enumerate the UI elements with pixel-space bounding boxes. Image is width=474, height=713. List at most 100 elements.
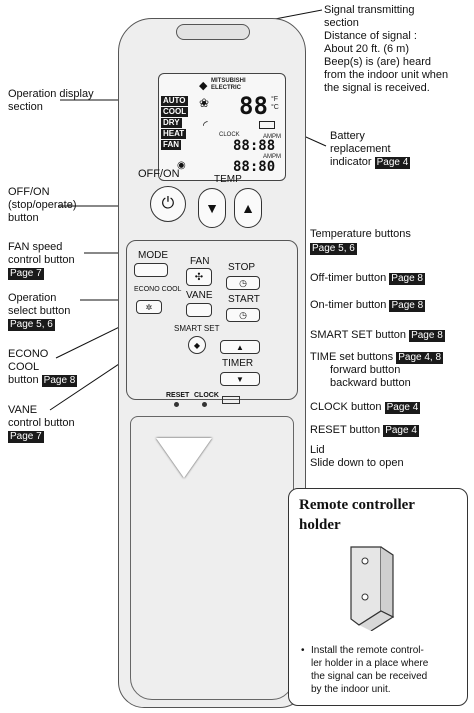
callout-vane-2: control button (8, 417, 75, 429)
holder-note-4: by the indoor unit. (311, 684, 391, 695)
callout-vane-page: Page 7 (8, 431, 44, 443)
callout-signal-7: the signal is received. (324, 82, 430, 94)
vane-label: VANE (186, 290, 213, 301)
timer-icon: ◉ (177, 160, 186, 171)
callout-clock-page: Page 4 (384, 402, 421, 414)
vane-icon: ◜ (203, 118, 208, 132)
mode-fan: FAN (161, 140, 181, 150)
timer-label: TIMER (222, 358, 254, 369)
callout-lid-2: Slide down to open (310, 457, 404, 469)
callout-vane-1: VANE (8, 404, 38, 416)
mode-label: MODE (138, 250, 168, 261)
time-backward-button[interactable]: ▼ (220, 372, 260, 386)
ampm-1: AMPM (263, 134, 281, 140)
unit-c: °C (271, 104, 279, 111)
stop-label: STOP (228, 262, 256, 273)
time-forward-button[interactable]: ▲ (220, 340, 260, 354)
econo-icon: ✲ (145, 302, 153, 312)
remote-controller: ◆ MITSUBISHI ELECTRIC AUTO COOL DRY HEAT… (118, 18, 306, 708)
callout-timeset-1: TIME set buttons (310, 351, 394, 363)
callout-fan-page: Page 7 (8, 268, 44, 280)
on-timer-button[interactable]: ◷ (226, 308, 260, 322)
callout-reset-page: Page 4 (383, 425, 419, 437)
time-display-1: 88:88 (233, 138, 276, 154)
triangle-down-icon: ▼ (205, 200, 219, 216)
callout-smartset-page: Page 8 (409, 330, 445, 342)
holder-panel: Remote controller holder • Install the r… (288, 488, 468, 706)
fan-label: FAN (190, 256, 210, 267)
callout-ontimer: On-timer button (310, 299, 387, 311)
callout-display-1: Operation display (8, 88, 94, 100)
fan-button[interactable]: ✣ (186, 268, 212, 286)
offon-label: OFF/ON (138, 168, 180, 180)
holder-title-1: Remote controller (299, 497, 415, 513)
callout-signal-3: Distance of signal : (324, 30, 417, 42)
fan-icon: ✣ (194, 271, 204, 283)
holder-title-2: holder (299, 517, 341, 533)
econo-cool-button[interactable]: ✲ (136, 300, 162, 314)
callout-fan-1: FAN speed (8, 241, 63, 253)
holder-note-bullet: • (301, 645, 305, 656)
callout-signal-1: Signal transmitting (324, 4, 415, 16)
brand-name: MITSUBISHI (211, 78, 246, 84)
temp-down-button[interactable]: ▼ (198, 188, 226, 228)
reset-button[interactable] (174, 402, 179, 407)
callout-timeset-3: backward button (330, 377, 411, 389)
callout-econo-1: ECONO (8, 348, 49, 360)
unit-f: °F (271, 96, 279, 103)
fan-speed-icon: ❀ (199, 96, 210, 110)
callout-offtimer: Off-timer button (310, 272, 387, 284)
mode-button[interactable] (134, 263, 168, 277)
holder-note-3: the signal can be received (311, 671, 428, 682)
button-panel (126, 240, 298, 400)
callout-signal-4: About 20 ft. (6 m) (324, 43, 409, 55)
holder-note-1: Install the remote control- (311, 645, 424, 656)
mode-heat: HEAT (161, 129, 187, 139)
vane-button[interactable] (186, 303, 212, 317)
smartset-label: SMART SET (174, 324, 220, 333)
offon-button[interactable]: ⏻ (150, 186, 186, 222)
callout-ontimer-page: Page 8 (389, 300, 426, 312)
callout-battery-3: indicator (330, 156, 372, 168)
callout-opsel-page: Page 5, 6 (8, 319, 55, 331)
callout-signal-6: from the indoor unit when (324, 69, 449, 81)
temp-up-button[interactable]: ▲ (234, 188, 262, 228)
clock-indicator: CLOCK (219, 132, 240, 138)
arrow-up-icon: ▲ (236, 342, 244, 352)
callout-temp-1: Temperature buttons (310, 228, 411, 240)
holder-note-2: ler holder in a place where (311, 658, 429, 669)
clock-icon-2: ◷ (239, 309, 247, 320)
callout-signal-5: Beep(s) is (are) heard (324, 56, 431, 68)
start-label: START (228, 294, 260, 305)
callout-clock: CLOCK button (310, 401, 382, 413)
off-timer-button[interactable]: ◷ (226, 276, 260, 290)
clock-button[interactable] (202, 402, 207, 407)
callout-onoff-2: (stop/operate) (8, 199, 77, 211)
clock-label: CLOCK (194, 392, 219, 399)
callout-onoff-3: button (8, 212, 39, 224)
callout-opsel-1: Operation (8, 292, 57, 304)
callout-timeset-2: forward button (330, 364, 401, 376)
time-display-2: 88:80 (233, 159, 276, 175)
mode-auto: AUTO (161, 96, 188, 106)
temp-label: TEMP (214, 174, 242, 185)
ampm-2: AMPM (263, 154, 281, 160)
smart-set-button[interactable]: ◆ (188, 336, 206, 354)
callout-battery-page: Page 4 (374, 157, 411, 169)
operation-display: ◆ MITSUBISHI ELECTRIC AUTO COOL DRY HEAT… (158, 73, 286, 181)
brand-name-2: ELECTRIC (211, 85, 241, 91)
brand-logo-icon: ◆ (199, 80, 208, 92)
mode-cool: COOL (161, 107, 189, 117)
lid[interactable] (130, 416, 294, 700)
callout-reset: RESET button (310, 424, 381, 436)
signal-emitter (176, 24, 250, 40)
triangle-up-icon: ▲ (241, 200, 255, 216)
callout-opsel-2: select button (8, 305, 71, 317)
reset-label: RESET (166, 392, 190, 399)
battery-icon (259, 121, 275, 129)
holder-illustration (350, 546, 395, 631)
callout-econo-2: COOL (8, 361, 40, 373)
callout-battery-2: replacement (330, 143, 391, 155)
callout-signal-2: section (324, 17, 359, 29)
callout-lid-1: Lid (310, 444, 325, 456)
